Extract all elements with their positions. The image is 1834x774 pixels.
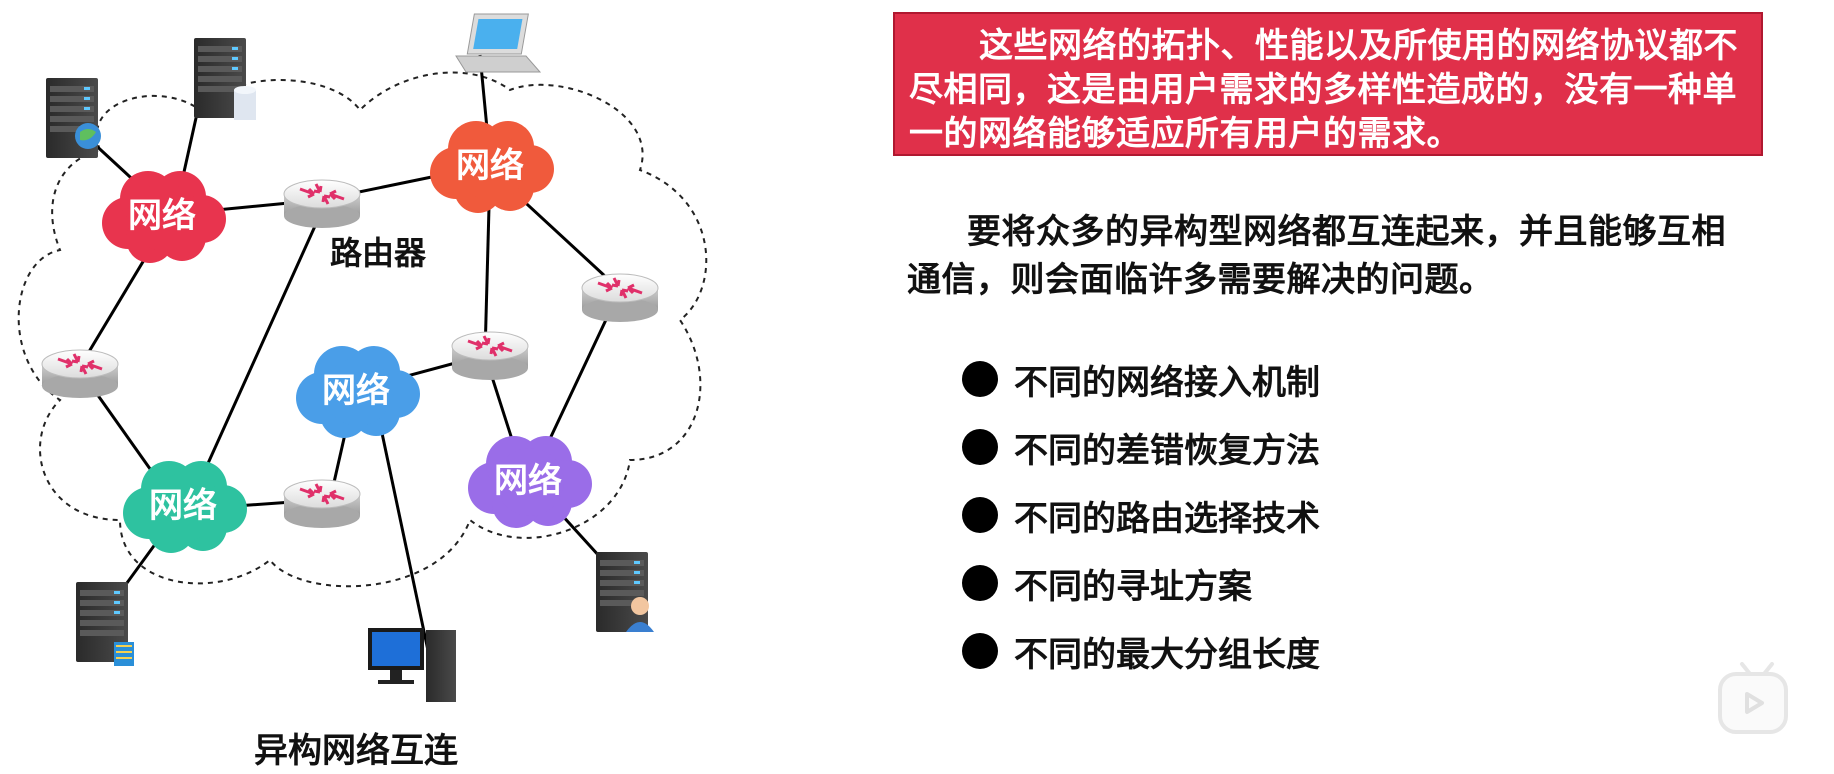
user-server-icon [596,552,654,632]
network-cloud-green: 网络 [123,461,247,553]
desktop-computer-icon [368,628,456,702]
bullet-icon [962,633,998,669]
network-label: 网络 [128,196,196,236]
bullet-icon [962,565,998,601]
heterogeneous-network-diagram: 网络 网络 网络 网络 网络 路由器 异构网络互连 [17,13,708,771]
web-server-icon [46,78,101,158]
network-cloud-blue: 网络 [296,346,420,438]
network-label: 网络 [149,486,217,526]
router-label: 路由器 [330,234,427,272]
list-item: 不同的最大分组长度 [962,617,1320,685]
list-item: 不同的差错恢复方法 [962,413,1320,481]
network-cloud-red: 网络 [102,171,226,263]
laptop-icon [455,13,542,73]
problem-list: 不同的网络接入机制 不同的差错恢复方法 不同的路由选择技术 不同的寻址方案 不同… [962,345,1320,685]
network-cloud-orange: 网络 [430,121,554,213]
tv-antenna-icon [1740,662,1774,676]
bullet-icon [962,361,998,397]
network-cloud-purple: 网络 [468,436,592,528]
list-item: 不同的网络接入机制 [962,345,1320,413]
router-bottom [282,478,362,530]
bullet-icon [962,429,998,465]
bullet-icon [962,497,998,533]
intro-paragraph: 要将众多的异构型网络都互连起来，并且能够互相通信，则会面临许多需要解决的问题。 [907,212,1726,300]
list-item: 不同的寻址方案 [962,549,1320,617]
internet-boundary [17,71,708,588]
list-item: 不同的路由选择技术 [962,481,1320,549]
network-label: 网络 [322,371,390,411]
router-top-left [282,178,362,230]
network-label: 网络 [494,461,562,501]
router-right [580,272,660,324]
router-left [40,348,120,400]
highlight-callout: 这些网络的拓扑、性能以及所使用的网络协议都不尽相同，这是由用户需求的多样性造成的… [893,12,1763,156]
video-play-button[interactable] [1718,662,1788,734]
file-server-icon [76,582,134,666]
play-icon [1745,692,1764,714]
diagram-caption: 异构网络互连 [254,731,459,771]
network-label: 网络 [456,146,524,186]
router-center [450,330,530,382]
database-server-icon [194,38,256,120]
